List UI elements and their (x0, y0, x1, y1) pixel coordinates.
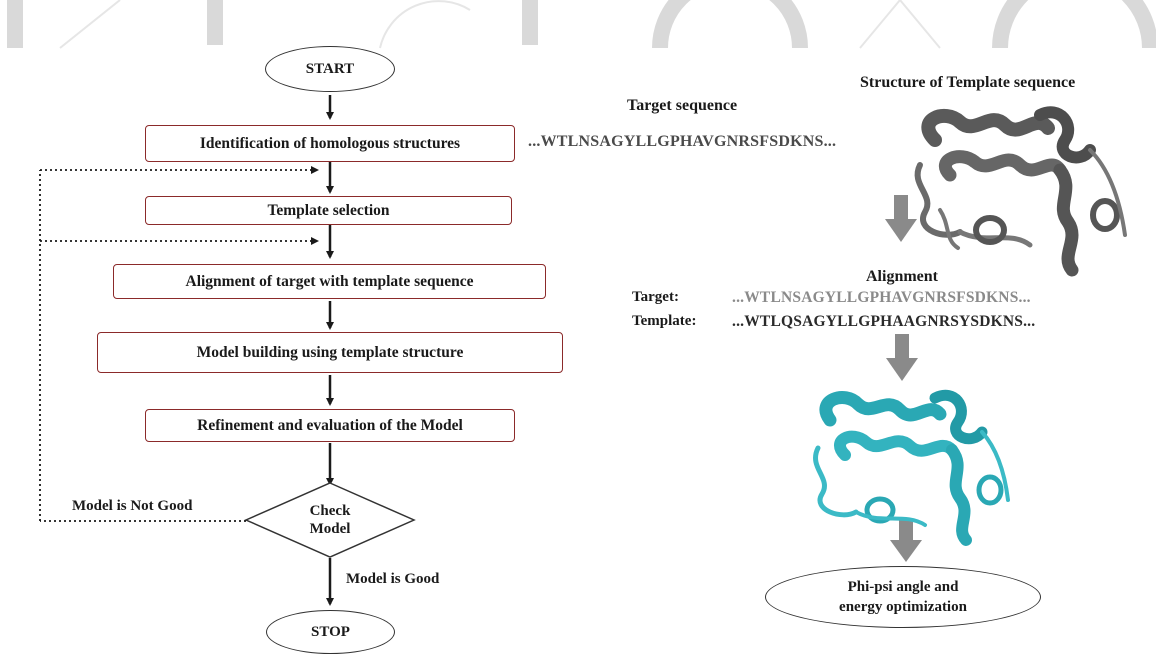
alignment-target-label: Target: (632, 289, 679, 305)
template-protein-structure (914, 106, 1127, 277)
alignment-template-sequence: ...WTLQSAGYLLGPHAAGNRSYSDKNS... (732, 313, 1036, 330)
optimization-label: Phi-psi angle and energy optimization (839, 579, 967, 615)
optimization-terminal: Phi-psi angle and energy optimization (765, 566, 1041, 628)
step-model-building-label: Model building using template structure (196, 343, 464, 361)
model-not-good-label: Model is Not Good (72, 498, 193, 514)
step-model-building-box: Model building using template structure (97, 332, 563, 373)
alignment-template-label: Template: (632, 313, 697, 329)
step-template-selection-label: Template selection (267, 201, 390, 219)
start-label: START (305, 60, 355, 77)
target-sequence-title: Target sequence (627, 97, 738, 114)
stop-terminal: STOP (266, 610, 395, 654)
step-identification-label: Identification of homologous structures (199, 134, 461, 152)
watermark-logo (7, 0, 1156, 49)
step-alignment-label: Alignment of target with template sequen… (185, 272, 474, 290)
step-refinement-box: Refinement and evaluation of the Model (145, 409, 515, 442)
alignment-target-sequence: ...WTLNSAGYLLGPHAVGNRSFSDKNS... (732, 289, 1031, 306)
step-template-selection-box: Template selection (145, 196, 512, 225)
feedback-loop (39, 166, 319, 522)
watermark-logo-light (59, 0, 941, 49)
alignment-title: Alignment (866, 268, 938, 285)
model-good-label: Model is Good (346, 571, 440, 587)
gray-arrow (885, 195, 917, 242)
gray-arrow (890, 518, 922, 562)
decision-label: Check Model (309, 503, 351, 537)
template-structure-title: Structure of Template sequence (860, 74, 1076, 91)
decision-diamond (244, 482, 416, 558)
target-sequence: ...WTLNSAGYLLGPHAVGNRSFSDKNS... (528, 133, 837, 150)
step-identification-box: Identification of homologous structures (145, 125, 515, 162)
step-alignment-box: Alignment of target with template sequen… (113, 264, 546, 299)
stop-label: STOP (311, 623, 350, 640)
start-terminal: START (265, 46, 395, 92)
gray-arrow (886, 334, 918, 381)
step-refinement-label: Refinement and evaluation of the Model (197, 416, 463, 434)
model-protein-structure (813, 390, 1010, 546)
